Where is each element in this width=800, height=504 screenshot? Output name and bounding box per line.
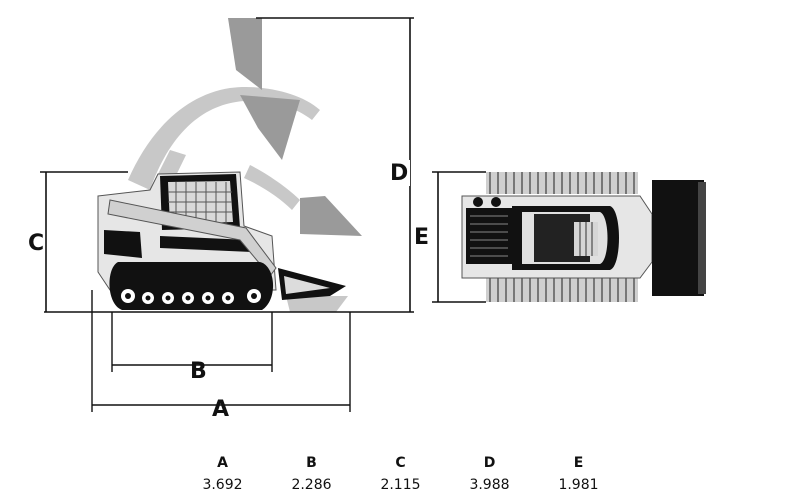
dimension-a: A bbox=[91, 290, 351, 422]
spec-value-a: 3.692 bbox=[202, 477, 243, 493]
dimension-d: D bbox=[256, 17, 414, 312]
dimension-b-letter: B bbox=[190, 359, 207, 384]
dimension-a-letter: A bbox=[212, 397, 229, 422]
top-track-lower bbox=[486, 278, 638, 302]
spec-header-e: E bbox=[573, 455, 584, 471]
dimension-d-letter: D bbox=[390, 161, 408, 186]
dimension-e: E bbox=[414, 171, 486, 303]
spec-value-d: 3.988 bbox=[469, 477, 510, 493]
top-track-upper bbox=[486, 172, 638, 194]
dimension-b: B bbox=[111, 312, 273, 384]
spec-header-a: A bbox=[217, 455, 228, 471]
loader-side-view bbox=[97, 171, 346, 310]
spec-header-b: B bbox=[306, 455, 317, 471]
dimension-e-letter: E bbox=[414, 225, 429, 250]
dimension-spec-table: A B C D E 3.692 2.286 2.115 3.988 1.981 bbox=[178, 452, 622, 496]
dimension-c: C bbox=[28, 171, 128, 312]
spec-value-e: 1.981 bbox=[558, 477, 599, 493]
spec-value-c: 2.115 bbox=[380, 477, 421, 493]
spec-header-d: D bbox=[483, 455, 496, 471]
spec-header-c: C bbox=[395, 455, 406, 471]
dimension-c-letter: C bbox=[28, 231, 44, 256]
raised-arm-ghost bbox=[128, 18, 362, 312]
spec-value-b: 2.286 bbox=[291, 477, 332, 493]
loader-top-view bbox=[461, 172, 706, 302]
